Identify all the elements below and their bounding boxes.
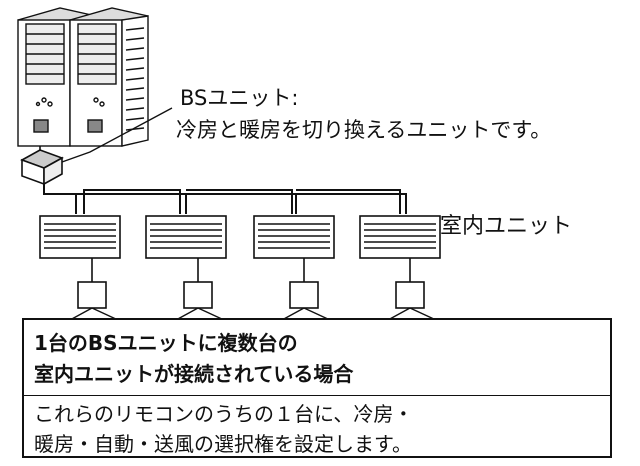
note-body-line-1: これらのリモコンのうちの１台に、冷房・ — [34, 402, 414, 426]
remote-controller-2 — [183, 281, 213, 309]
note-body-line-2: 暖房・自動・送風の選択権を設定します。 — [34, 432, 412, 456]
note-body: これらのリモコンのうちの１台に、冷房・ 暖房・自動・送風の選択権を設定します。 — [24, 396, 610, 459]
remote-controllers — [77, 258, 425, 309]
remote-controller-3 — [289, 281, 319, 309]
indoor-unit-2 — [145, 215, 227, 259]
indoor-units — [39, 215, 441, 259]
indoor-unit-1 — [39, 215, 121, 259]
bs-unit-title: BSユニット: — [180, 86, 299, 110]
bs-unit-icon — [20, 146, 64, 186]
outdoor-unit-illustration — [17, 7, 149, 147]
piping — [43, 184, 407, 214]
note-heading-line-1: 1台のBSユニットに複数台の — [34, 331, 298, 355]
note-box: 1台のBSユニットに複数台の 室内ユニットが接続されている場合 これらのリモコン… — [22, 318, 612, 458]
indoor-unit-3 — [253, 215, 335, 259]
bs-unit-description: 冷房と暖房を切り換えるユニットです。 — [176, 118, 552, 142]
indoor-unit-4 — [359, 215, 441, 259]
remote-controller-4 — [395, 281, 425, 309]
indoor-unit-label: 室内ユニット — [440, 214, 573, 239]
bs-leader-line — [61, 107, 173, 163]
note-heading: 1台のBSユニットに複数台の 室内ユニットが接続されている場合 — [24, 320, 610, 396]
note-heading-line-2: 室内ユニットが接続されている場合 — [34, 362, 354, 386]
remote-controller-1 — [77, 281, 107, 309]
